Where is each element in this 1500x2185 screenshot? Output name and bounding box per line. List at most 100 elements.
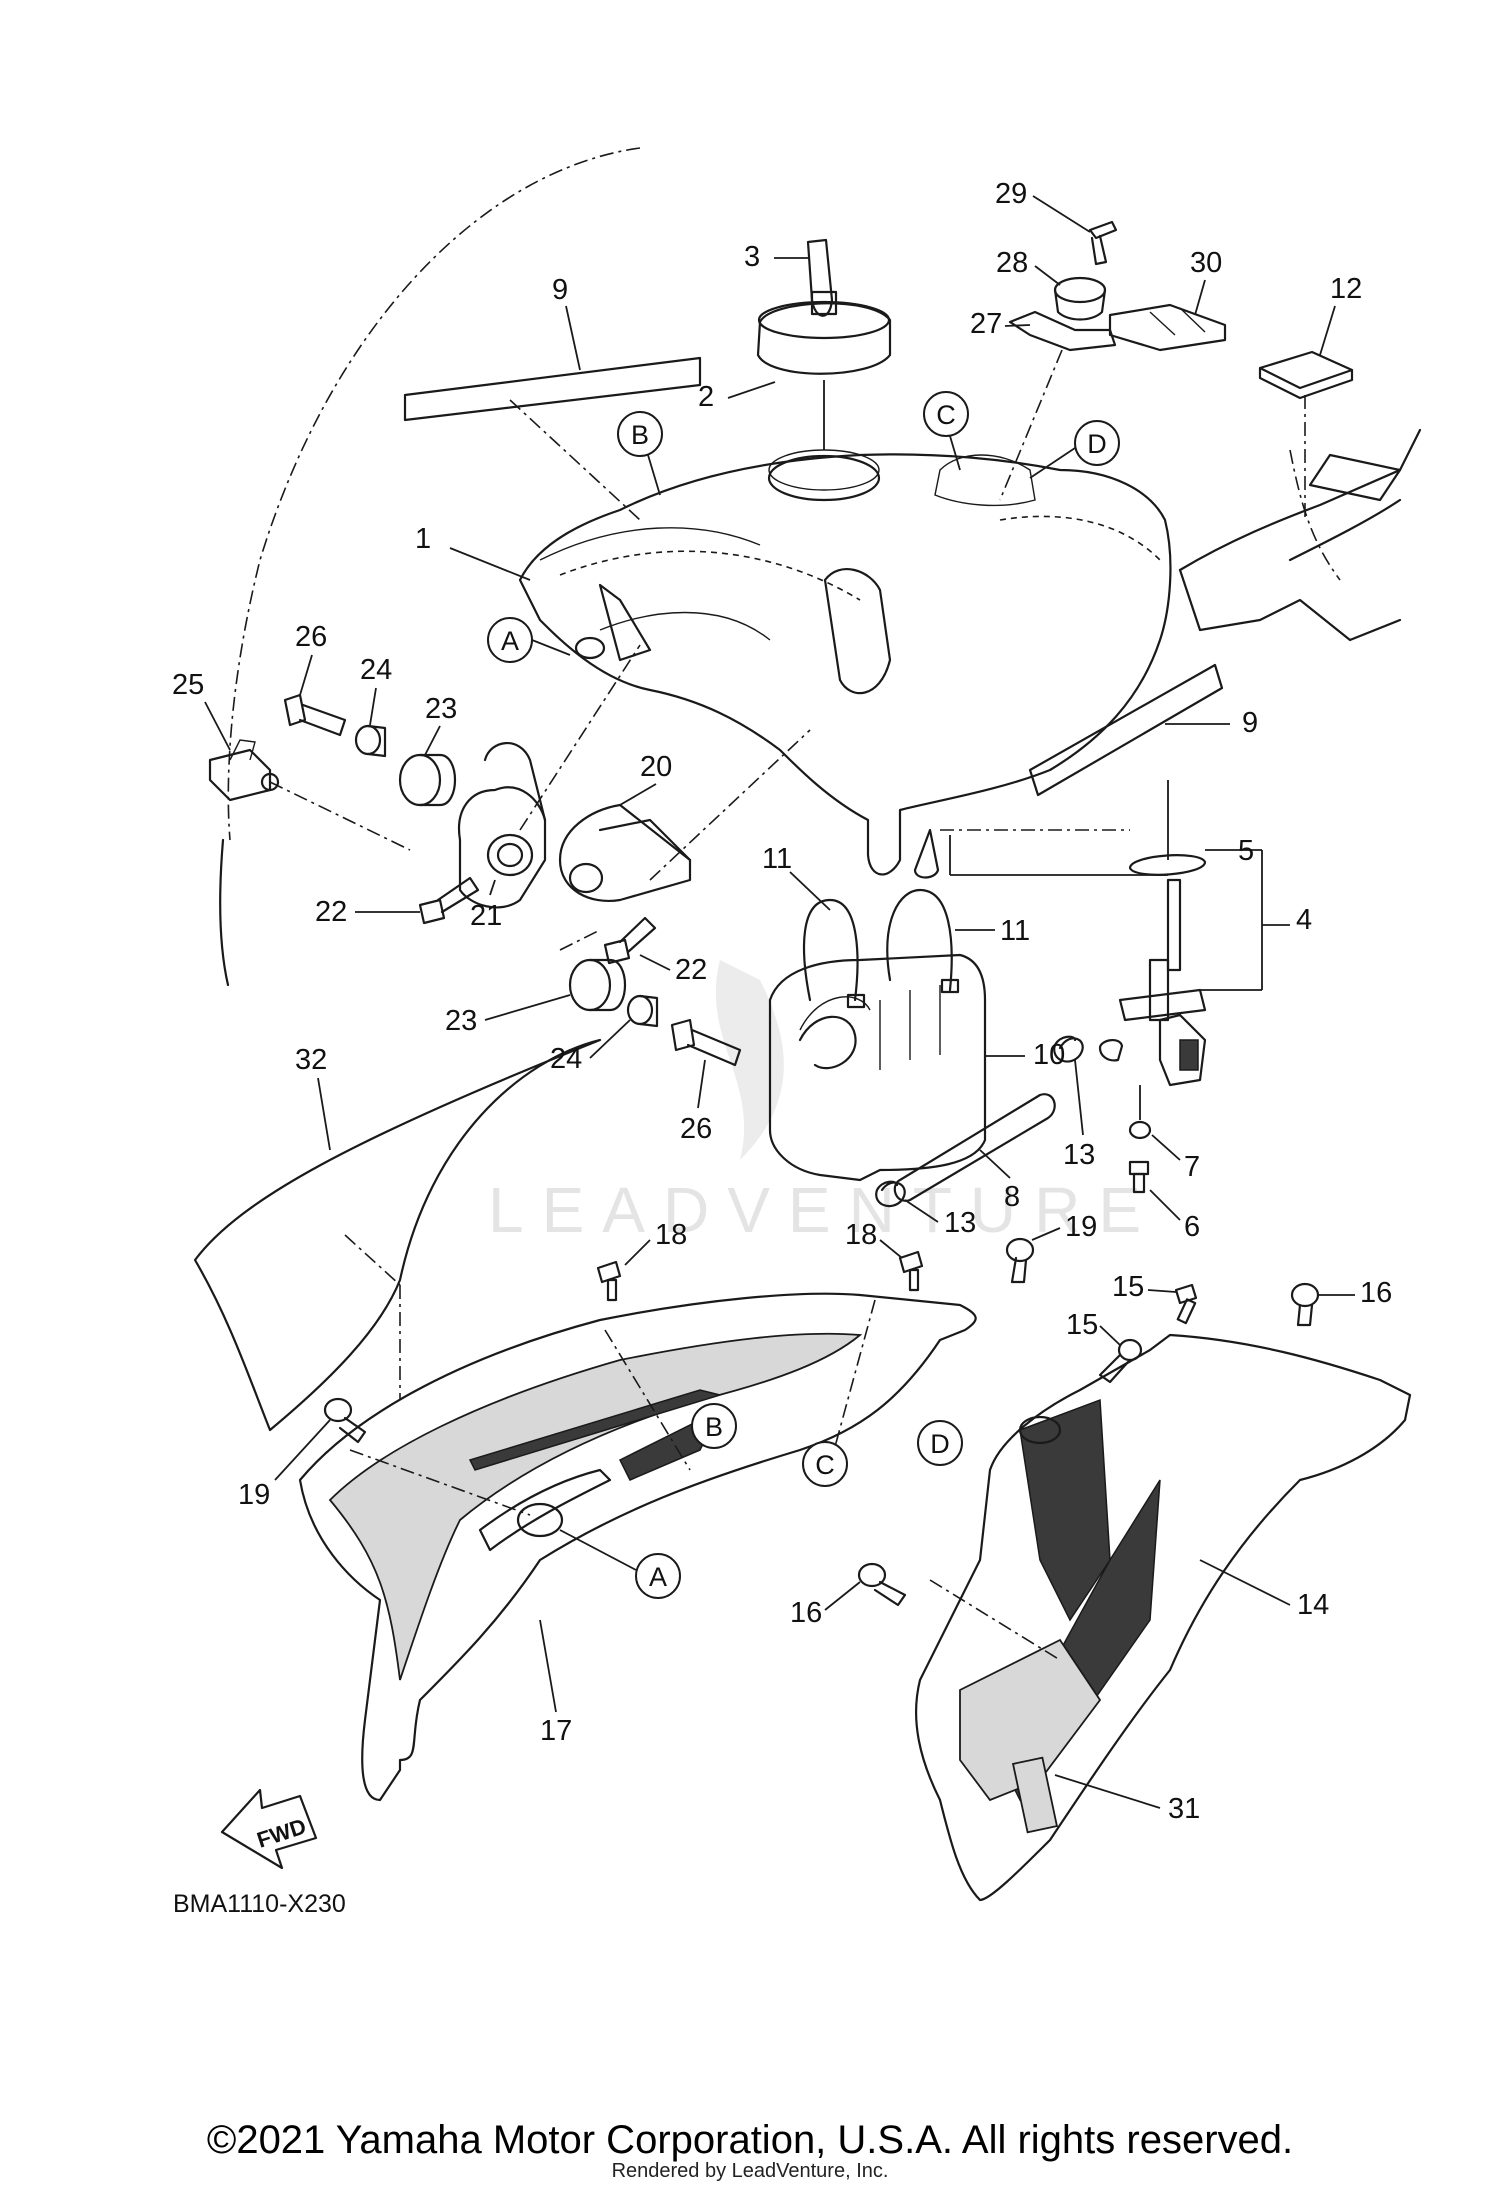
reference-markers: B C D A C D B A (487, 391, 1120, 1599)
screw-15-upper (1174, 1283, 1198, 1325)
callout-19-right: 19 (1065, 1211, 1097, 1243)
bracket-21 (457, 742, 547, 909)
ref-a-lower: A (649, 1562, 667, 1592)
callout-16-lower: 16 (790, 1597, 822, 1629)
callout-2: 2 (698, 381, 714, 413)
callout-27: 27 (970, 308, 1002, 340)
ref-b-lower: B (705, 1412, 723, 1442)
callout-9-upper: 9 (552, 274, 568, 306)
clip-upper (1053, 1035, 1084, 1063)
callout-13-right: 13 (1063, 1139, 1095, 1171)
diagram-code: BMA1110-X230 (173, 1890, 346, 1918)
callout-13-left: 13 (944, 1207, 976, 1239)
rubber-strip-upper (403, 356, 702, 422)
clip-lower (875, 1180, 906, 1208)
callout-30: 30 (1190, 247, 1222, 279)
callout-10: 10 (1033, 1039, 1065, 1071)
callout-18-left: 18 (655, 1219, 687, 1251)
fuel-cap (756, 290, 892, 375)
callout-11-left: 11 (762, 843, 792, 875)
callout-24-upper: 24 (360, 654, 392, 686)
fuel-hose (893, 1093, 1056, 1202)
fuel-cock (1118, 878, 1207, 1087)
copyright-notice: ©2021 Yamaha Motor Corporation, U.S.A. A… (206, 2118, 1294, 2162)
pad (1258, 350, 1354, 400)
collar-upper (354, 724, 387, 758)
callout-9-lower: 9 (1242, 707, 1258, 739)
rubber-damper-upper (398, 753, 457, 807)
screw-6 (1128, 1160, 1150, 1194)
bolt-upper (283, 693, 347, 737)
callout-12: 12 (1330, 273, 1362, 305)
callout-4: 4 (1296, 904, 1312, 936)
callout-14: 14 (1297, 1589, 1329, 1621)
collar-28 (1053, 276, 1107, 321)
callout-labels: 1 2 3 4 5 6 7 8 9 9 10 11 11 12 13 13 14 (172, 178, 1392, 1825)
hose-routing-line (227, 147, 641, 841)
screw-16-upper (1290, 1282, 1320, 1327)
screw-18-right (898, 1250, 924, 1292)
rubber-damper-lower (568, 958, 627, 1012)
callout-28: 28 (996, 247, 1028, 279)
ref-c-upper: C (936, 400, 956, 430)
damper-block (768, 953, 987, 1182)
plate-27 (1008, 310, 1117, 352)
frame-outline (1178, 428, 1422, 642)
shroud-right (914, 1333, 1412, 1902)
callout-32: 32 (295, 1044, 327, 1076)
bracket-20 (558, 803, 692, 903)
callout-21: 21 (470, 900, 502, 932)
fuel-tank (518, 449, 1172, 879)
screw-16-lower (857, 1562, 907, 1607)
collar-lower (626, 994, 659, 1028)
plate-30 (1108, 303, 1227, 352)
callout-7: 7 (1184, 1151, 1200, 1183)
screw-19-right (1005, 1237, 1035, 1284)
clamp (208, 739, 280, 802)
forward-arrow-icon: FWD (220, 1788, 318, 1870)
callout-20: 20 (640, 751, 672, 783)
screw-29 (1088, 220, 1118, 266)
callout-5: 5 (1238, 835, 1254, 867)
callout-3: 3 (744, 241, 760, 273)
callout-29: 29 (995, 178, 1027, 210)
watermark-text: LEADVENTURE (488, 1174, 1159, 1246)
rendered-by-notice: Rendered by LeadVenture, Inc. (611, 2160, 889, 2182)
callout-1: 1 (415, 523, 431, 555)
callout-16-upper: 16 (1360, 1277, 1392, 1309)
callout-17: 17 (540, 1715, 572, 1747)
panel (193, 1038, 602, 1432)
callout-22-right: 22 (675, 954, 707, 986)
callout-24-lower: 24 (550, 1043, 582, 1075)
callout-23-upper: 23 (425, 693, 457, 725)
screw-18-left (596, 1260, 622, 1302)
callout-15-upper: 15 (1112, 1271, 1144, 1303)
washer (1128, 1120, 1152, 1140)
rubber-strip-lower (1028, 663, 1224, 797)
callout-25: 25 (172, 669, 204, 701)
callout-26-upper: 26 (295, 621, 327, 653)
callout-22-left: 22 (315, 896, 347, 928)
callout-15-lower: 15 (1066, 1309, 1098, 1341)
ref-d-lower: D (930, 1429, 950, 1459)
forward-label: FWD (254, 1813, 309, 1852)
ref-a-upper: A (501, 626, 519, 656)
screw-19-left (323, 1397, 367, 1444)
callout-6: 6 (1184, 1211, 1200, 1243)
watermark: LEADVENTURE (488, 960, 1159, 1246)
callout-18-right: 18 (845, 1219, 877, 1251)
ref-c-lower: C (815, 1450, 835, 1480)
breather-hose-lower (219, 838, 230, 987)
bolt-22-left (418, 876, 480, 925)
bolt-lower (670, 1018, 742, 1067)
band-left (802, 898, 859, 1002)
callout-23-lower: 23 (445, 1005, 477, 1037)
screw-15-lower (1098, 1338, 1143, 1384)
callout-11-right: 11 (1000, 915, 1030, 947)
ref-b-upper: B (631, 420, 649, 450)
callout-8: 8 (1004, 1181, 1020, 1213)
band-right (886, 888, 953, 992)
shroud-left (298, 1292, 977, 1802)
ref-d-upper: D (1087, 429, 1107, 459)
callout-31: 31 (1168, 1793, 1200, 1825)
